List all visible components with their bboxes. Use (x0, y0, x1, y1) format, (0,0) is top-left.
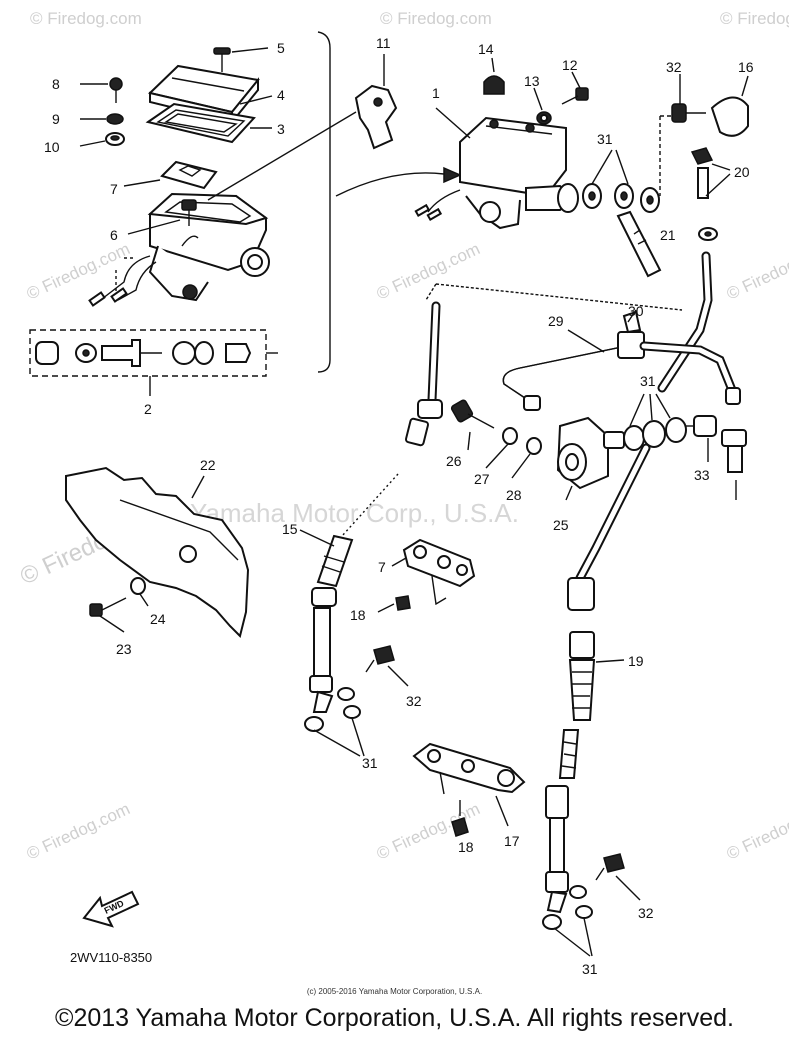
fwd-arrow-icon: FWD (82, 890, 140, 928)
callout-16: 16 (738, 59, 754, 75)
bleed-parts-top-right (659, 74, 749, 241)
callout-23: 23 (116, 641, 132, 657)
callout-7b: 7 (378, 559, 386, 575)
callout-9: 9 (52, 111, 60, 127)
callout-31c: 31 (362, 755, 378, 771)
bolt-part-32-bottom (595, 853, 641, 901)
callout-4: 4 (277, 87, 285, 103)
drawing-code: 2WV110-8350 (70, 950, 153, 965)
master-cylinder-exploded (29, 31, 462, 396)
callout-33: 33 (694, 467, 710, 483)
screw-part-8 (80, 77, 123, 103)
callout-22: 22 (200, 457, 216, 473)
callout-31b: 31 (640, 373, 656, 389)
callout-26: 26 (446, 453, 462, 469)
watermark-firedog: © Firedog.com (724, 239, 789, 303)
callout-17: 17 (504, 833, 520, 849)
callout-30: 30 (628, 303, 644, 319)
plate-part-7 (123, 160, 218, 190)
piston-kit-part-2 (29, 329, 278, 396)
watermark-firedog: © Firedog.com (720, 9, 789, 28)
hose-holder-part-17 (412, 742, 526, 837)
callout-8: 8 (52, 76, 60, 92)
guard-part-22 (65, 466, 250, 638)
callout-32c: 32 (638, 905, 654, 921)
callout-13: 13 (524, 73, 540, 89)
callout-7a: 7 (110, 181, 118, 197)
watermark-firedog: © Firedog.com (24, 799, 133, 863)
washer-part-9 (80, 113, 124, 125)
callout-24: 24 (150, 611, 166, 627)
callout-32a: 32 (666, 59, 682, 75)
callout-31a: 31 (597, 131, 613, 147)
callout-15: 15 (282, 521, 298, 537)
callout-6: 6 (110, 227, 118, 243)
joint-part-25 (450, 393, 747, 500)
callout-28: 28 (506, 487, 522, 503)
callout-11: 11 (376, 35, 391, 51)
bolt-part-6 (127, 199, 199, 247)
callout-21: 21 (660, 227, 676, 243)
callout-20: 20 (734, 164, 750, 180)
watermark-firedog: © Firedog.com (380, 9, 492, 28)
master-cylinder-assembly-part-1 (414, 57, 589, 230)
watermark-firedog: © Firedog.com (30, 9, 142, 28)
bolt-part-32-mid (365, 645, 409, 687)
callout-3: 3 (277, 121, 285, 137)
callout-19: 19 (628, 653, 644, 669)
lever-holder-part-11 (207, 54, 398, 201)
brake-hoses (304, 251, 741, 930)
callout-25: 25 (553, 517, 569, 533)
callout-10: 10 (44, 139, 60, 155)
watermark-firedog: © Firedog.com (374, 239, 483, 303)
diaphragm-part-3 (145, 102, 272, 144)
callout-1: 1 (432, 85, 440, 101)
callout-18b: 18 (458, 839, 474, 855)
callout-18a: 18 (350, 607, 366, 623)
callout-29: 29 (548, 313, 564, 329)
callout-12: 12 (562, 57, 578, 73)
callout-5: 5 (277, 40, 285, 56)
grommet-part-10 (79, 132, 125, 147)
callout-2: 2 (144, 401, 152, 417)
watermark-firedog: © Firedog.com (724, 799, 789, 863)
copyright-notice: ©2013 Yamaha Motor Corporation, U.S.A. A… (55, 1004, 734, 1032)
callout-14: 14 (478, 41, 494, 57)
callout-27: 27 (474, 471, 490, 487)
callout-32b: 32 (406, 693, 422, 709)
washers-part-31-top (582, 149, 662, 278)
callout-31d: 31 (582, 961, 598, 977)
hose-holder-part-7 (377, 538, 476, 613)
watermark-yamaha: Yamaha Motor Corp., U.S.A. (190, 498, 519, 528)
callout-labels: 5 4 3 8 9 10 7 6 2 11 1 14 13 12 31 32 1… (44, 35, 754, 977)
master-cylinder-body (88, 192, 270, 307)
small-copyright: (c) 2005-2016 Yamaha Motor Corporation, … (306, 987, 483, 996)
screw-part-5 (213, 47, 269, 72)
